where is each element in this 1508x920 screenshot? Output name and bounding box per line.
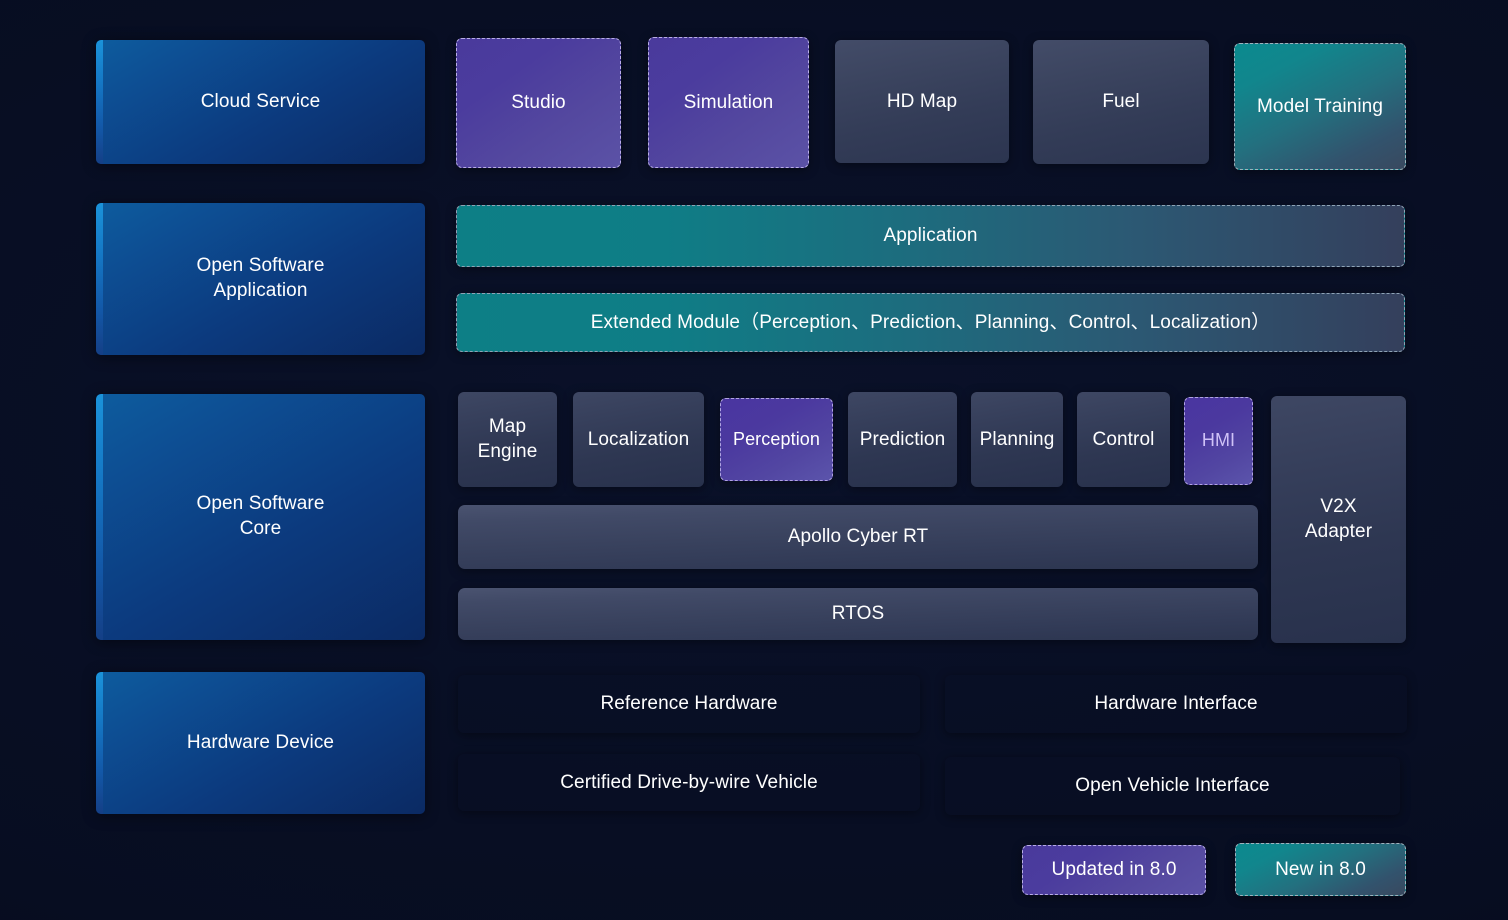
cloud-item-model-training[interactable]: Model Training — [1234, 43, 1406, 170]
core-module-v2x-adapter[interactable]: V2X Adapter — [1271, 396, 1406, 643]
hardware-item-hardware-interface[interactable]: Hardware Interface — [945, 675, 1407, 733]
cloud-item-hd-map[interactable]: HD Map — [835, 40, 1009, 163]
layer-pillar-open-software-core: Open Software Core — [96, 394, 425, 640]
hardware-item-reference-hardware[interactable]: Reference Hardware — [458, 675, 920, 733]
core-module-localization[interactable]: Localization — [573, 392, 704, 487]
layer-pillar-cloud-service: Cloud Service — [96, 40, 425, 164]
hardware-item-open-vehicle-interface[interactable]: Open Vehicle Interface — [945, 757, 1400, 815]
app-item-extended-module[interactable]: Extended Module（Perception、Prediction、Pl… — [456, 293, 1405, 352]
legend-updated-in-8-0: Updated in 8.0 — [1022, 845, 1206, 895]
core-module-control[interactable]: Control — [1077, 392, 1170, 487]
core-module-planning[interactable]: Planning — [971, 392, 1063, 487]
core-module-hmi[interactable]: HMI — [1184, 397, 1253, 485]
layer-pillar-hardware-device: Hardware Device — [96, 672, 425, 814]
app-item-application[interactable]: Application — [456, 205, 1405, 267]
core-module-map-engine[interactable]: Map Engine — [458, 392, 557, 487]
cloud-item-simulation[interactable]: Simulation — [648, 37, 809, 168]
cloud-item-studio[interactable]: Studio — [456, 38, 621, 168]
core-module-prediction[interactable]: Prediction — [848, 392, 957, 487]
hardware-item-certified-drive-by-wire-vehicle[interactable]: Certified Drive-by-wire Vehicle — [458, 754, 920, 811]
core-runtime-apollo-cyber-rt[interactable]: Apollo Cyber RT — [458, 505, 1258, 569]
core-module-perception[interactable]: Perception — [720, 398, 833, 481]
cloud-item-fuel[interactable]: Fuel — [1033, 40, 1209, 164]
core-runtime-rtos[interactable]: RTOS — [458, 588, 1258, 640]
legend-new-in-8-0: New in 8.0 — [1235, 843, 1406, 896]
layer-pillar-open-software-application: Open Software Application — [96, 203, 425, 355]
